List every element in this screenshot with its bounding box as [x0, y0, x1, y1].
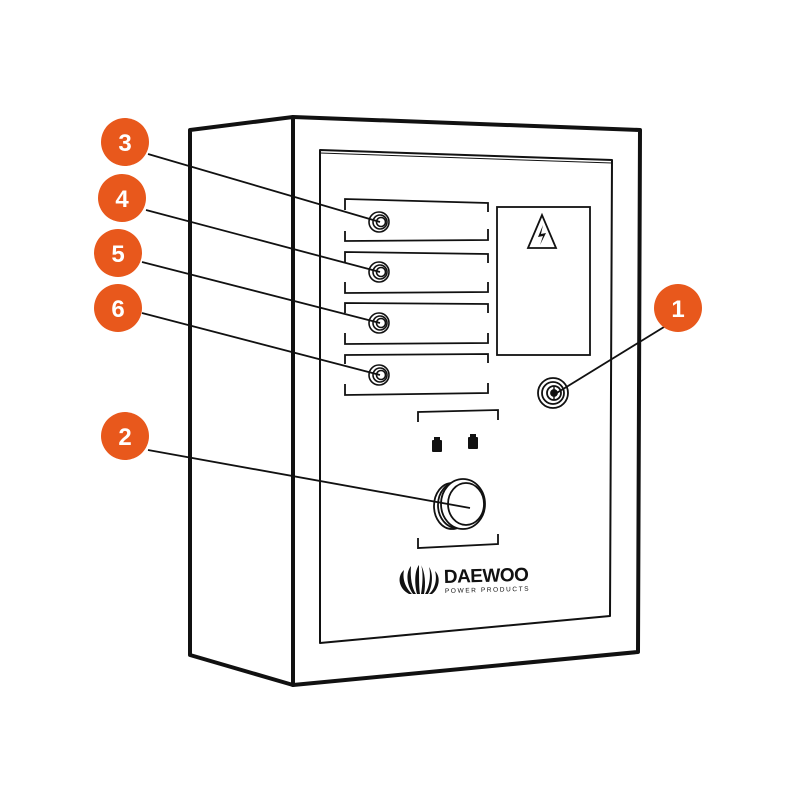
callout-3: 3 — [101, 118, 149, 166]
callout-5: 5 — [94, 229, 142, 277]
button-brackets — [417, 409, 499, 549]
callout-2: 2 — [101, 412, 149, 460]
callout-label: 3 — [118, 130, 131, 157]
key-switch — [537, 377, 569, 409]
brand-name: DAEWOO — [444, 565, 529, 588]
main-button — [433, 478, 486, 530]
daewoo-logo-icon — [399, 565, 439, 594]
callout-6: 6 — [94, 284, 142, 332]
indicator-lamp-4 — [368, 364, 390, 386]
callout-label: 5 — [111, 241, 124, 268]
cabinet-side — [188, 115, 295, 687]
callout-1: 1 — [654, 284, 702, 332]
callout-label: 4 — [115, 186, 129, 213]
callout-label: 6 — [111, 296, 124, 323]
callout-label: 2 — [118, 424, 131, 451]
socket-indicators — [432, 434, 478, 452]
indicator-rows — [344, 198, 489, 396]
callout-4: 4 — [98, 174, 146, 222]
brand-tagline: POWER PRODUCTS — [445, 586, 530, 595]
high-voltage-warning-icon — [526, 212, 558, 249]
cabinet — [188, 115, 642, 687]
callout-label: 1 — [671, 296, 684, 323]
leader-lines — [141, 153, 665, 509]
